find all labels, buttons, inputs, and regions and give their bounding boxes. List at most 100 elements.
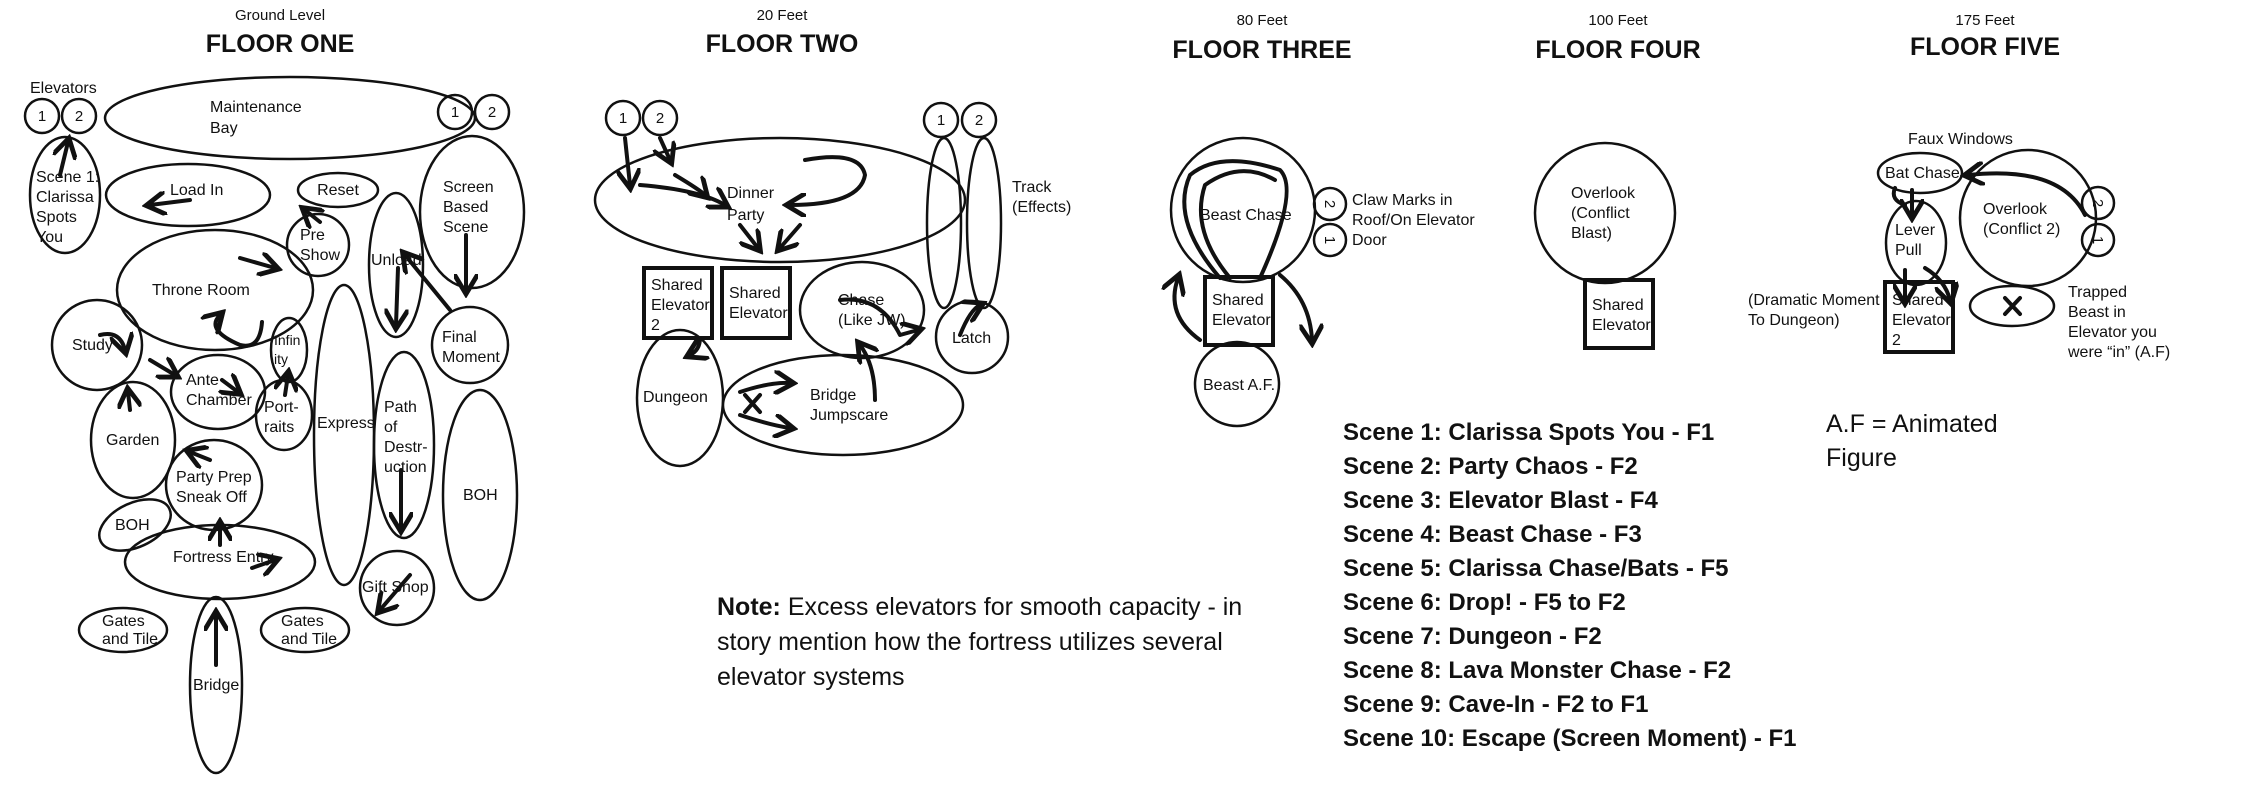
floor-five-flow-arrows — [1891, 173, 2087, 300]
floor-three-elevator-1 — [1312, 222, 1348, 258]
throne-room-area — [115, 228, 315, 352]
final-moment-label-2: Moment — [442, 349, 500, 366]
path-label-1: Path — [384, 399, 417, 416]
arrow-throne-loop — [216, 315, 264, 348]
scene-1-label-2: Clarissa — [36, 189, 94, 206]
arrow-dungeon-to-bridge — [738, 383, 790, 392]
floor-four-height: 100 Feet — [1588, 12, 1648, 29]
dungeon-label: Dungeon — [643, 389, 708, 406]
gates-left-label-1: Gates — [102, 613, 145, 630]
floor-two-elevator-right-1 — [922, 101, 960, 139]
note-line-2: story mention how the fortress utilizes … — [717, 628, 1223, 656]
screen-based-label-1: Screen — [443, 179, 494, 196]
infinity-area — [269, 316, 309, 384]
scene-1-label-4: You — [36, 229, 63, 246]
floor-five-shared-elevator-2 — [1883, 280, 1955, 354]
arrow-elevator-to-bat-chase — [1968, 173, 2087, 217]
beast-chase-label: Beast Chase — [1200, 207, 1292, 224]
path-label-3: Destr- — [384, 439, 428, 456]
arrow-to-ante — [148, 360, 175, 375]
scene-list-item-6: Scene 6: Drop! - F5 to F2 — [1343, 589, 1626, 616]
floor-three-shared-elevator — [1203, 275, 1275, 347]
floor-two-elevator-2-label: 2 — [656, 110, 664, 127]
floor-four-header: 100 Feet FLOOR FOUR — [1535, 12, 1700, 64]
screen-based-label-3: Scene — [443, 219, 488, 236]
arrow-elevator-to-dungeon — [690, 336, 700, 355]
scene-list-item-9: Scene 9: Cave-In - F2 to F1 — [1343, 691, 1648, 718]
claw-marks-label-1: Claw Marks in — [1352, 192, 1452, 209]
gates-right-label-1: Gates — [281, 613, 324, 630]
floor-two-elevator-right-1-label: 1 — [937, 112, 945, 129]
garden-area — [89, 380, 177, 500]
trapped-beast-x-mark — [2003, 296, 2022, 316]
scene-1-label-3: Spots — [36, 209, 77, 226]
trapped-label-3: Elevator you — [2068, 324, 2157, 341]
arrow-beast-loop — [1182, 159, 1289, 280]
maintenance-bay-label-1: Maintenance — [210, 99, 302, 116]
overlook-conflict-blast-area — [1533, 141, 1677, 285]
reset-label: Reset — [317, 182, 359, 199]
arrow-party-loop — [790, 155, 867, 205]
animated-figure-note: A.F = Animated Figure — [1826, 410, 1998, 472]
floor-three-height: 80 Feet — [1237, 12, 1289, 29]
floor-one-elevator-2-label: 2 — [75, 108, 83, 125]
portraits-label-1: Port- — [264, 399, 299, 416]
floor-three-flow-arrows — [1174, 159, 1312, 342]
floor-three-title: FLOOR THREE — [1172, 36, 1351, 64]
floor-one-title: FLOOR ONE — [206, 30, 355, 58]
arrow-party-to-elevator — [738, 223, 758, 248]
floor-one-elevator-right-2 — [473, 93, 511, 131]
shared-elevator-label-1: Shared — [729, 285, 781, 302]
floor-four-shared-elevator — [1583, 278, 1655, 350]
floor-five-height: 175 Feet — [1955, 12, 2015, 29]
maintenance-bay — [103, 75, 477, 161]
party-prep-label-2: Sneak Off — [176, 489, 247, 506]
arrow-elevator-left — [1174, 278, 1202, 342]
floor-five-header: 175 Feet FLOOR FIVE — [1910, 12, 2060, 61]
floor-one-elevator-1 — [23, 97, 61, 135]
arrow-load-in — [150, 200, 192, 205]
arrow-elevator-right — [1278, 273, 1312, 340]
floor-two-elevator-1 — [604, 99, 642, 137]
overlook-conflict-2-area — [1958, 148, 2098, 288]
ante-chamber-label-1: Ante — [186, 372, 219, 389]
arrow-scene1-to-elevators — [60, 142, 68, 177]
scene-list-item-10: Scene 10: Escape (Screen Moment) - F1 — [1343, 725, 1797, 752]
arrow-into-party-2 — [673, 173, 705, 195]
bridge-area — [188, 595, 244, 775]
reset-area — [296, 171, 380, 209]
dinner-party-area — [593, 136, 967, 264]
trapped-beast-area — [1968, 284, 2056, 328]
scene-list-item-1: Scene 1: Clarissa Spots You - F1 — [1343, 419, 1714, 446]
arrow-unload-down — [396, 266, 398, 325]
dramatic-moment-label-2: To Dungeon) — [1748, 312, 1840, 329]
arrow-bridge-to-chase — [860, 345, 875, 402]
pre-show-label-1: Pre — [300, 227, 325, 244]
shared-elevator-label-2: Elevator — [729, 305, 788, 322]
dinner-party-label-1: Dinner — [727, 185, 775, 202]
arrow-entry-right — [250, 560, 275, 568]
arrow-garden-to-study — [128, 392, 130, 412]
pre-show-label-2: Show — [300, 247, 340, 264]
floor-one-height: Ground Level — [235, 7, 325, 24]
ante-chamber-label-2: Chamber — [186, 392, 252, 409]
floor-one-flow-arrows — [60, 142, 466, 667]
boh-large-area — [441, 388, 519, 602]
floor-four-shared-elevator-label-1: Shared — [1592, 297, 1644, 314]
scene-list-item-4: Scene 4: Beast Chase - F3 — [1343, 521, 1642, 548]
maintenance-bay-label-2: Bay — [210, 120, 238, 137]
floor-five-elevator-2-label: 2 — [2089, 199, 2106, 207]
floor-one-elevator-2 — [60, 97, 98, 135]
arrow-throne-to-preshow — [238, 258, 275, 268]
boh-small-area — [98, 498, 172, 552]
pre-show-area — [285, 212, 351, 278]
study-label: Study — [72, 337, 113, 354]
final-moment-area — [430, 305, 510, 385]
load-in-area — [104, 162, 272, 228]
floor-four-overlook-label-2: (Conflict — [1571, 205, 1630, 222]
arrow-ante — [222, 380, 238, 392]
shared-elevator-2-label-1: Shared — [651, 277, 703, 294]
trapped-label-2: Beast in — [2068, 304, 2126, 321]
lever-pull-label-1: Lever — [1895, 222, 1936, 239]
portraits-label-2: raits — [264, 419, 294, 436]
